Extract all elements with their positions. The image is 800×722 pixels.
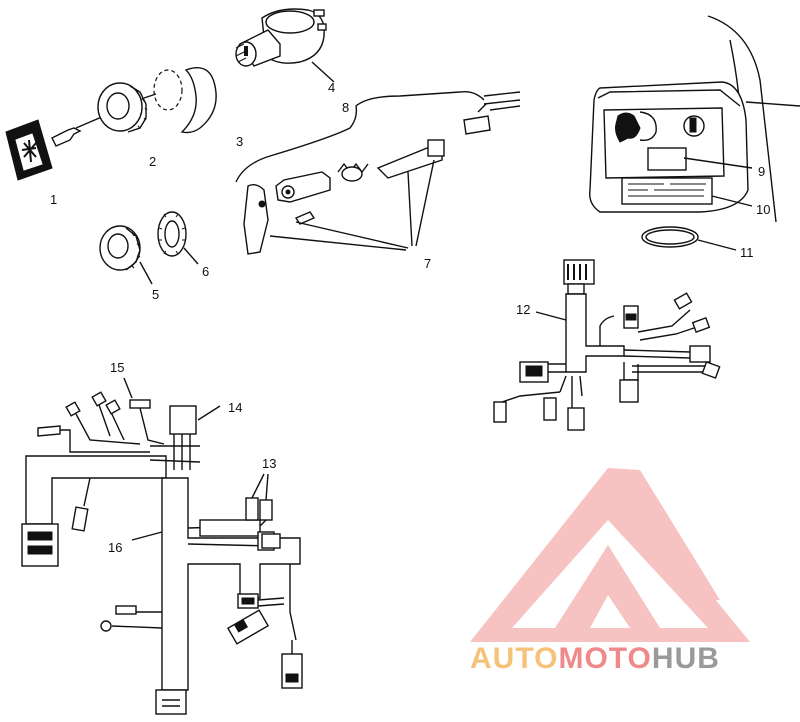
washer-part bbox=[157, 211, 199, 265]
callout-9: 9 bbox=[758, 164, 765, 179]
ignition-switch-part bbox=[235, 8, 335, 83]
nut-part bbox=[97, 82, 148, 133]
callout-labels: 1 2 3 4 5 6 7 8 9 10 11 12 13 14 15 16 bbox=[50, 80, 770, 555]
callout-6: 6 bbox=[202, 264, 209, 279]
callout-13: 13 bbox=[262, 456, 276, 471]
nut-5-part bbox=[99, 225, 153, 285]
throttle-switch-part bbox=[235, 90, 521, 255]
main-harness-part bbox=[21, 377, 303, 715]
watermark-hub: HUB bbox=[652, 642, 720, 675]
svg-text:AUTOMOTOHUB: AUTOMOTOHUB bbox=[470, 642, 720, 675]
callout-4: 4 bbox=[328, 80, 335, 95]
bezel-part bbox=[143, 67, 217, 134]
callout-7: 7 bbox=[424, 256, 431, 271]
callout-8: 8 bbox=[342, 100, 349, 115]
callout-3: 3 bbox=[236, 134, 243, 149]
callout-14: 14 bbox=[228, 400, 242, 415]
callout-16: 16 bbox=[108, 540, 122, 555]
callout-12: 12 bbox=[516, 302, 530, 317]
dash-panel-part bbox=[589, 15, 800, 251]
watermark-text: AUTOMOTOHUB bbox=[470, 642, 720, 675]
callout-15: 15 bbox=[110, 360, 124, 375]
watermark-moto: MOTO bbox=[558, 642, 651, 675]
callout-10: 10 bbox=[756, 202, 770, 217]
small-harness-part bbox=[493, 259, 721, 431]
callout-1: 1 bbox=[50, 192, 57, 207]
watermark-logo bbox=[470, 468, 750, 642]
callout-11: 11 bbox=[740, 245, 754, 260]
callout-2: 2 bbox=[149, 154, 156, 169]
watermark-auto: AUTO bbox=[470, 642, 558, 675]
callout-5: 5 bbox=[152, 287, 159, 302]
key-part bbox=[5, 115, 105, 181]
